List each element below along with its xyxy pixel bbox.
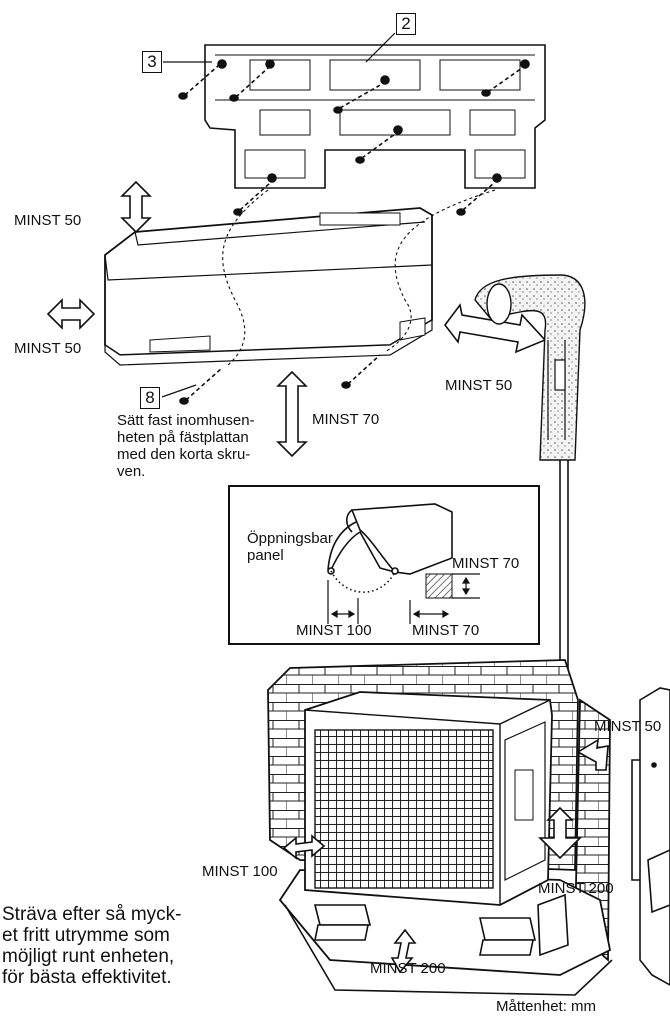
clearance-arrow-outdoor-front [390,928,417,974]
outdoor-unit [304,691,553,906]
inset-clearance-bottom-left-label: MINST 100 [296,622,372,639]
callout-screws: 3 [142,51,162,73]
plate-screws [178,65,523,216]
outdoor-clearance-front-label: MINST 200 [370,960,446,977]
outdoor-clearance-left-label: MINST 100 [202,863,278,880]
callout-wall-plate: 2 [396,13,416,35]
inset-unit-profile [327,503,453,575]
outdoor-side-view [631,687,670,986]
clearance-arrow-outdoor-right [576,738,609,771]
unit-note-text: Måttenhet: mm [496,998,597,1015]
outdoor-clearance-top-right-label: MINST 50 [594,718,662,735]
mount-instruction-text: Sätt fast inomhusen- heten på fästplatta… [117,412,255,480]
opening-panel-label: Öppningsbar panel [247,530,333,564]
clearance-arrow-left [46,298,96,330]
clearance-arrow-outdoor-bottom [538,806,582,860]
inset-hatched-zone [425,573,453,599]
indoor-unit [104,207,433,366]
clearance-arrow-outdoor-left [282,834,326,860]
inset-clearance-bottom-right-label: MINST 70 [412,622,480,639]
clearance-arrow-top [120,180,152,234]
callout-short-screw: 8 [140,387,160,409]
inset-clearance-right-label: MINST 70 [452,555,520,572]
clearance-pipe-label: MINST 50 [445,377,513,394]
clearance-below-label: MINST 70 [312,411,380,428]
outdoor-clearance-right-label: MINST 200 [538,880,614,897]
clearance-arrow-below [276,370,308,458]
clearance-top-label: MINST 50 [14,212,82,229]
clearance-left-label: MINST 50 [14,340,82,357]
efficiency-note-text: Sträva efter så myck- et fritt utrymme s… [2,904,182,988]
mounting-plate [204,44,546,189]
